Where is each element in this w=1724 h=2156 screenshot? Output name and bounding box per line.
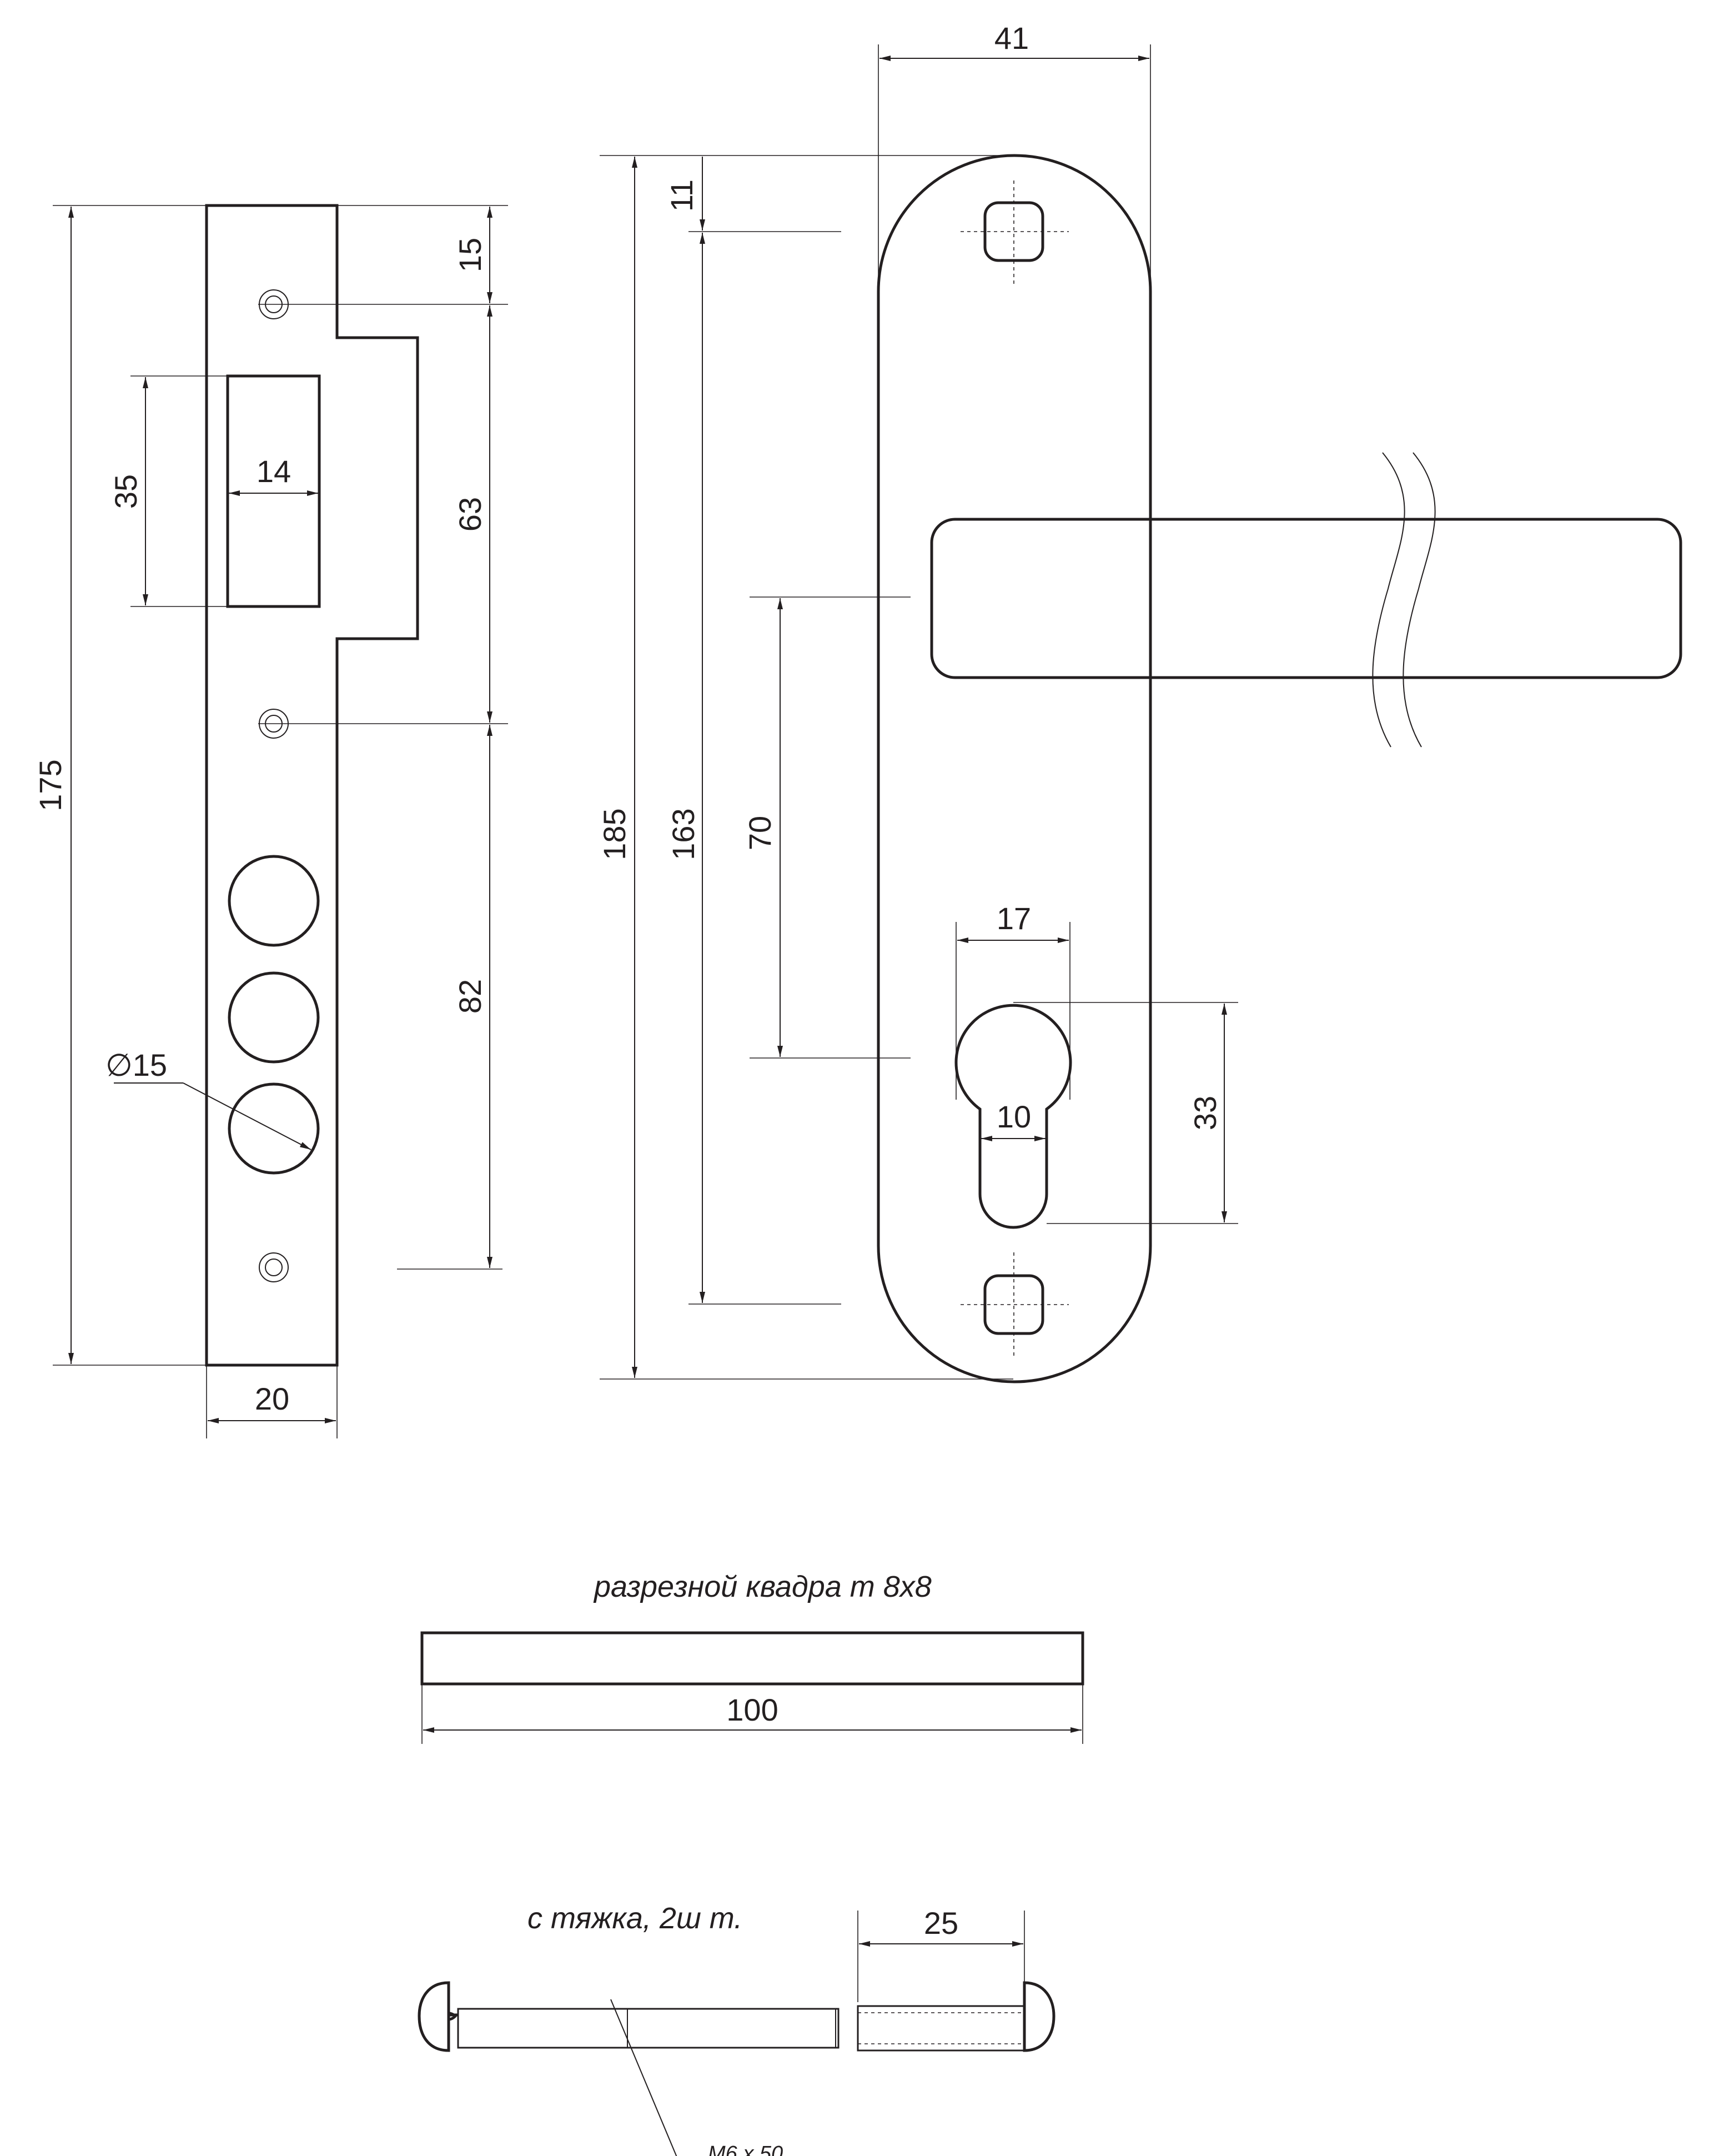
lever-handle (930, 518, 1682, 679)
strike-plate-outline (205, 204, 419, 1367)
break-line-1 (1372, 452, 1405, 748)
handle-plate: 41 185 11 163 70 17 10 33 (597, 21, 1682, 1383)
dim-10: 10 (997, 1099, 1031, 1134)
dim-163: 163 (666, 808, 701, 860)
thread-label: М6 х 50 (708, 2142, 783, 2156)
spindle: разрезной квадра т 8х8 100 (420, 1570, 1084, 1744)
latch-opening (226, 374, 321, 608)
screw-hole-bottom (259, 1252, 289, 1282)
dim-25: 25 (924, 1906, 958, 1941)
dim-20: 20 (255, 1381, 289, 1416)
dim-100: 100 (726, 1692, 778, 1727)
bolt-hole-3 (228, 1082, 320, 1175)
dim-15: 15 (453, 238, 487, 272)
dim-33: 33 (1188, 1096, 1223, 1130)
dim-11: 11 (664, 179, 699, 212)
dim-185: 185 (597, 808, 632, 860)
dim-175: 175 (33, 759, 68, 811)
break-line-2 (1403, 452, 1436, 748)
dim-70: 70 (742, 816, 777, 850)
cylinder-keyhole (954, 1004, 1072, 1229)
spindle-bar (420, 1631, 1084, 1686)
sleeve-head (1023, 1981, 1055, 2052)
strike-plate: 175 15 63 82 35 14 20 ∅15 (33, 204, 508, 1438)
dim-diameter-15: ∅15 (105, 1047, 167, 1082)
screw-slot-bottom (961, 1252, 1069, 1358)
dim-41: 41 (994, 21, 1029, 56)
bolt-hole-2 (228, 971, 320, 1064)
screw-caption: с тяжка, 2ш т. (527, 1902, 742, 1935)
spindle-caption: разрезной квадра т 8х8 (593, 1570, 932, 1603)
screw-slot-top (961, 180, 1069, 284)
connecting-screws: с тяжка, 2ш т. М6 х 50 25 (418, 1902, 1055, 2156)
dim-82: 82 (453, 979, 487, 1014)
dim-17: 17 (997, 901, 1031, 936)
screw-shaft (457, 2008, 840, 2049)
bolt-hole-1 (228, 855, 320, 947)
dim-35: 35 (108, 474, 143, 509)
dim-63: 63 (453, 497, 487, 532)
dim-14: 14 (257, 454, 291, 489)
screw-head (418, 1981, 450, 2052)
handle-plate-outline (877, 154, 1152, 1383)
